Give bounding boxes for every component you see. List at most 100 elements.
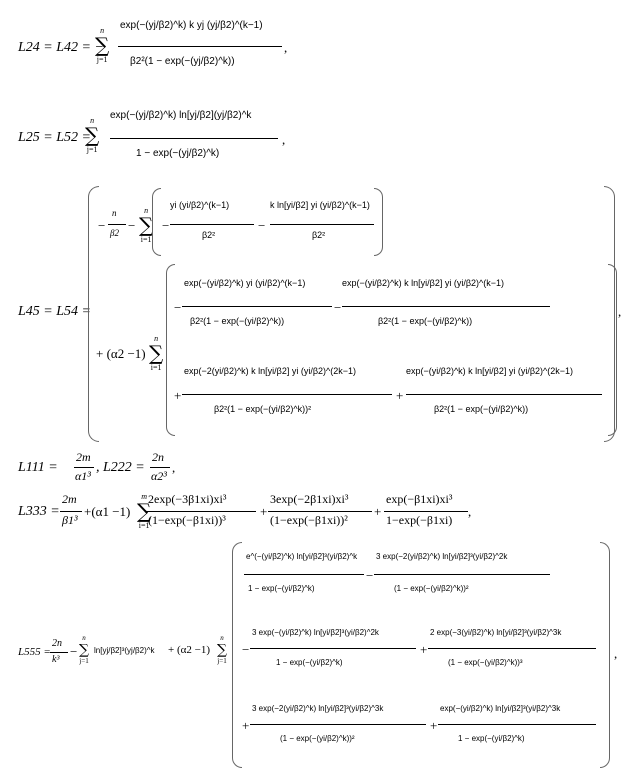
eq6-frac-num: 2n bbox=[52, 638, 62, 649]
eq3-term1-b-bar bbox=[270, 224, 374, 225]
eq6-body: ln[yj/β2]³(yj/β2)^k bbox=[94, 646, 155, 655]
eq6-r1-b-bar bbox=[374, 574, 550, 575]
eq6-r2-a-bar bbox=[250, 648, 416, 649]
eq6-r3-b-den: 1 − exp(−(yi/β2)^k) bbox=[458, 734, 525, 743]
eq3-term1-prefix: − bbox=[98, 218, 106, 233]
eq6-r1-minus: − bbox=[366, 568, 374, 583]
equation-l333: L333 = 2m β1³ +(α1 −1) m ∑ i=1 2exp(−3β1… bbox=[18, 490, 478, 536]
eq2-numerator: exp(−(yj/β2)^k) ln[yj/β2](yj/β2)^k bbox=[110, 110, 252, 121]
eq6-r2-b-bar bbox=[428, 648, 596, 649]
eq6-r1-a-bar bbox=[244, 574, 364, 575]
eq6-r1-a-num: e^(−(yi/β2)^k) ln[yi/β2]³(yi/β2)^k bbox=[246, 552, 358, 561]
eq6-factor-sum: n ∑ j=1 bbox=[217, 634, 227, 665]
eq5-frac-bar bbox=[60, 511, 82, 512]
eq6-factor: + (α2 −1) bbox=[168, 644, 210, 656]
eq6-r3-plus: + bbox=[242, 718, 250, 733]
eq3-row1-b-den: β2²(1 − exp(−(yi/β2)^k)) bbox=[378, 316, 473, 326]
eq3-term1-minus: − bbox=[128, 218, 136, 233]
eq3-row1-b-num: exp(−(yi/β2)^k) k ln[yi/β2] yi (yi/β2)^(… bbox=[342, 278, 505, 288]
eq6-r3-a-den: (1 − exp(−(yi/β2)^k))² bbox=[280, 734, 355, 743]
eq3-term1-sum-upper: n bbox=[144, 206, 149, 215]
eq3-term1-a-bar bbox=[170, 224, 254, 225]
eq6-r2-a-den: 1 − exp(−(yi/β2)^k) bbox=[276, 658, 343, 667]
eq1-numerator: exp(−(yj/β2)^k) k yj (yj/β2)^(k−1) bbox=[120, 20, 263, 31]
eq2-lhs: L25 = L52 = bbox=[18, 130, 91, 145]
eq3-row1-a-num: exp(−(yi/β2)^k) yi (yi/β2)^(k−1) bbox=[184, 278, 306, 288]
eq6-minus-sum: − bbox=[70, 644, 78, 659]
eq3-row2-b-den: β2²(1 − exp(−(yi/β2)^k)) bbox=[434, 404, 529, 414]
eq3-term1-rparen bbox=[374, 188, 383, 256]
eq3-term1-lparen bbox=[152, 188, 161, 256]
eq5-sum: m ∑ i=1 bbox=[137, 492, 152, 530]
equation-l555: L555 = 2n k³ − n ∑ j=1 ln[yj/β2]³(yj/β2)… bbox=[18, 540, 627, 770]
eq3-row2-plus2: + bbox=[396, 388, 404, 403]
eq3-row1-minus: − bbox=[174, 300, 182, 315]
eq3-row1-minus2: − bbox=[334, 300, 342, 315]
eq6-r3-a-num: 3 exp(−2(yi/β2)^k) ln[yi/β2]³(yi/β2)^3k bbox=[252, 704, 384, 713]
eq6-tail: , bbox=[614, 646, 618, 661]
equation-l45: L45 = L54 = − n β2 − n ∑ i=1 − yi (yi/β2… bbox=[18, 182, 627, 444]
eq2-sum-upper: n bbox=[90, 116, 95, 125]
eq6-r2-a-num: 3 exp(−(yi/β2)^k) ln[yi/β2]³(yi/β2)^2k bbox=[252, 628, 379, 637]
eq5-sum-lower: i=1 bbox=[138, 521, 150, 530]
eq6-r1-a-den: 1 − exp(−(yi/β2)^k) bbox=[248, 584, 315, 593]
eq3-inner-lparen bbox=[166, 264, 175, 436]
eq6-r2-minus: − bbox=[242, 642, 250, 657]
eq2-tail: , bbox=[282, 132, 286, 147]
eq3-term1-a-num: yi (yi/β2)^(k−1) bbox=[170, 200, 230, 210]
equation-l25: L25 = L52 = n ∑ j=1 exp(−(yj/β2)^k) ln[y… bbox=[18, 96, 318, 176]
equation-l24: L24 = L42 = − n ∑ j=1 exp(−(yj/β2)^k) k … bbox=[18, 8, 318, 90]
eq1-fraction-bar bbox=[118, 46, 282, 47]
eq3-term1-frac-num: n bbox=[112, 208, 117, 218]
eq5-b-bar bbox=[268, 511, 372, 512]
eq5-c-den: 1−exp(−β1xi) bbox=[386, 513, 453, 527]
eq3-lhs: L45 = L54 = bbox=[18, 304, 91, 319]
eq4-frac1-bar bbox=[74, 467, 94, 468]
eq4-frac2-num: 2n bbox=[152, 450, 164, 464]
eq3-row2-a-den: β2²(1 − exp(−(yi/β2)^k))² bbox=[214, 404, 312, 414]
eq5-a-num: 2exp(−3β1xi)xi³ bbox=[148, 492, 227, 506]
eq3-row1-a-den: β2²(1 − exp(−(yi/β2)^k)) bbox=[190, 316, 285, 326]
eq6-lparen bbox=[232, 542, 242, 768]
eq3-row2-b-num: exp(−(yi/β2)^k) k ln[yi/β2] yi (yi/β2)^(… bbox=[406, 366, 574, 376]
eq2-sum: n ∑ j=1 bbox=[85, 116, 100, 154]
eq5-tail: , bbox=[468, 504, 472, 519]
eq1-sum-upper: n bbox=[100, 26, 105, 35]
eq3-row2-a-bar bbox=[182, 394, 392, 395]
eq3-term1-a-den: β2² bbox=[202, 230, 216, 240]
eq6-r2-plus: + bbox=[420, 642, 428, 657]
eq4-mid: , L222 = bbox=[96, 460, 145, 475]
eq6-sum-upper: n bbox=[82, 634, 86, 642]
eq1-lhs: L24 = L42 = − bbox=[18, 40, 104, 55]
eq1-denominator: β2²(1 − exp(−(yj/β2)^k)) bbox=[130, 56, 235, 67]
eq3-term1-sum: n ∑ i=1 bbox=[139, 206, 154, 244]
eq3-row2-plus: + bbox=[174, 388, 182, 403]
eq6-factor-sum-upper: n bbox=[220, 634, 224, 642]
eq6-lhs: L555 = bbox=[18, 646, 51, 658]
eq3-row1-b-bar bbox=[342, 306, 550, 307]
eq3-term1-minus2: − bbox=[162, 218, 170, 233]
eq6-r3-b-num: exp(−(yi/β2)^k) ln[yi/β2]³(yi/β2)^3k bbox=[440, 704, 561, 713]
eq5-plus2: + bbox=[374, 504, 382, 519]
eq1-sum-lower: j=1 bbox=[96, 55, 108, 64]
eq3-term1-frac-den: β2 bbox=[110, 228, 119, 238]
eq6-frac-bar bbox=[50, 652, 68, 653]
eq6-r3-b-bar bbox=[438, 724, 596, 725]
eq5-sum-upper: m bbox=[141, 492, 148, 501]
eq3-row1-a-bar bbox=[182, 306, 332, 307]
eq5-c-bar bbox=[384, 511, 468, 512]
eq3-tail: , bbox=[618, 304, 622, 319]
eq6-r2-b-num: 2 exp(−3(yi/β2)^k) ln[yi/β2]³(yi/β2)^3k bbox=[430, 628, 562, 637]
eq2-denominator: 1 − exp(−(yj/β2)^k) bbox=[136, 148, 220, 159]
eq4-tail: , bbox=[172, 460, 176, 475]
eq5-plus1: + bbox=[260, 504, 268, 519]
eq6-factor-sum-lower: j=1 bbox=[217, 657, 227, 665]
eq5-frac-den: β1³ bbox=[62, 513, 78, 527]
eq6-rparen bbox=[600, 542, 610, 768]
eq5-c-num: exp(−β1xi)xi³ bbox=[386, 492, 453, 506]
equation-l111: L111 = 2m α1³ , L222 = 2n α2³ , bbox=[18, 450, 218, 488]
eq5-factor: +(α1 −1) bbox=[84, 504, 131, 519]
eq3-term1-minus3: − bbox=[258, 218, 266, 233]
eq4-frac1-den: α1³ bbox=[75, 469, 91, 483]
